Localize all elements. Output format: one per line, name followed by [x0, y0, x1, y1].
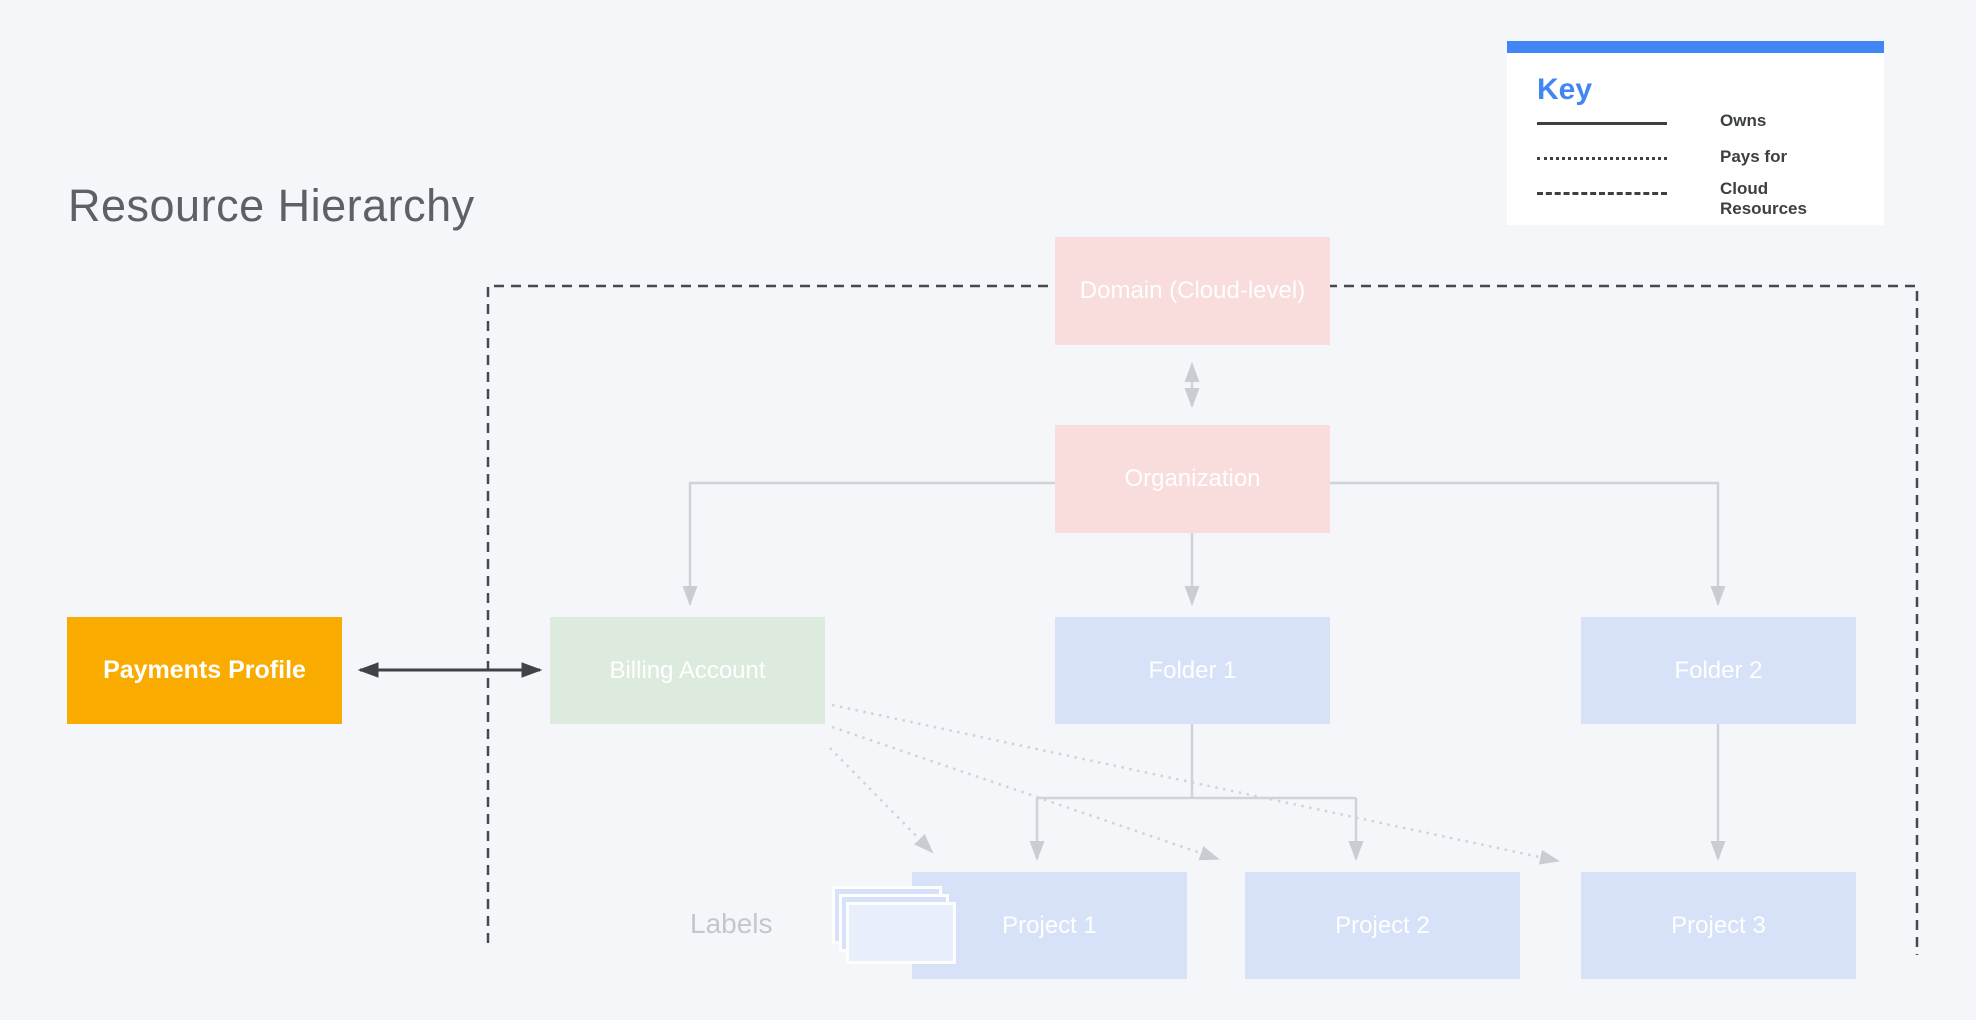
- node-folder-1: Folder 1: [1055, 617, 1330, 724]
- legend-cloud-resources-line-sample: [1537, 192, 1667, 195]
- node-project-1-label: Project 1: [1002, 911, 1097, 939]
- labels-stack-icon: [846, 902, 956, 964]
- node-payments-profile-label: Payments Profile: [103, 656, 306, 684]
- pays-for-line-project1: [829, 747, 934, 854]
- legend-title: Key: [1537, 73, 1593, 106]
- node-folder-1-label: Folder 1: [1148, 656, 1237, 684]
- node-domain: Domain (Cloud-level): [1055, 237, 1330, 345]
- legend-card: Key Owns Pays for Cloud Resources: [1507, 41, 1884, 225]
- node-organization-label: Organization: [1124, 465, 1261, 492]
- node-project-2: Project 2: [1245, 872, 1520, 979]
- legend-accent-bar: [1507, 41, 1884, 53]
- owns-line-organization-folder2: [1330, 481, 1726, 607]
- node-project-3: Project 3: [1581, 872, 1856, 979]
- legend-owns-line-sample: [1537, 122, 1667, 125]
- node-payments-profile: Payments Profile: [67, 617, 342, 724]
- legend-pays-for-line-sample: [1537, 157, 1667, 160]
- node-project-1: Project 1: [912, 872, 1187, 979]
- node-project-3-label: Project 3: [1671, 911, 1766, 939]
- pays-for-line-project3: [831, 703, 1560, 865]
- page-title: Resource Hierarchy: [68, 180, 475, 231]
- legend-label-owns: Owns: [1720, 111, 1767, 130]
- node-project-2-label: Project 2: [1335, 911, 1430, 939]
- node-organization: Organization: [1055, 425, 1330, 533]
- cloud-resources-boundary-dashed: [486, 284, 1919, 955]
- pays-for-line-project2: [831, 725, 1220, 861]
- node-domain-label: Domain (Cloud-level): [1079, 277, 1306, 304]
- node-billing-account-label: Billing Account: [609, 656, 766, 684]
- node-billing-account: Billing Account: [550, 617, 825, 724]
- labels-caption: Labels: [690, 908, 773, 939]
- legend-label-pays-for: Pays for: [1720, 147, 1788, 166]
- legend-label-cloud-resources: Cloud Resources: [1720, 179, 1807, 218]
- node-folder-2: Folder 2: [1581, 617, 1856, 724]
- node-folder-2-label: Folder 2: [1674, 656, 1763, 684]
- owns-line-organization-billing: [682, 481, 1055, 607]
